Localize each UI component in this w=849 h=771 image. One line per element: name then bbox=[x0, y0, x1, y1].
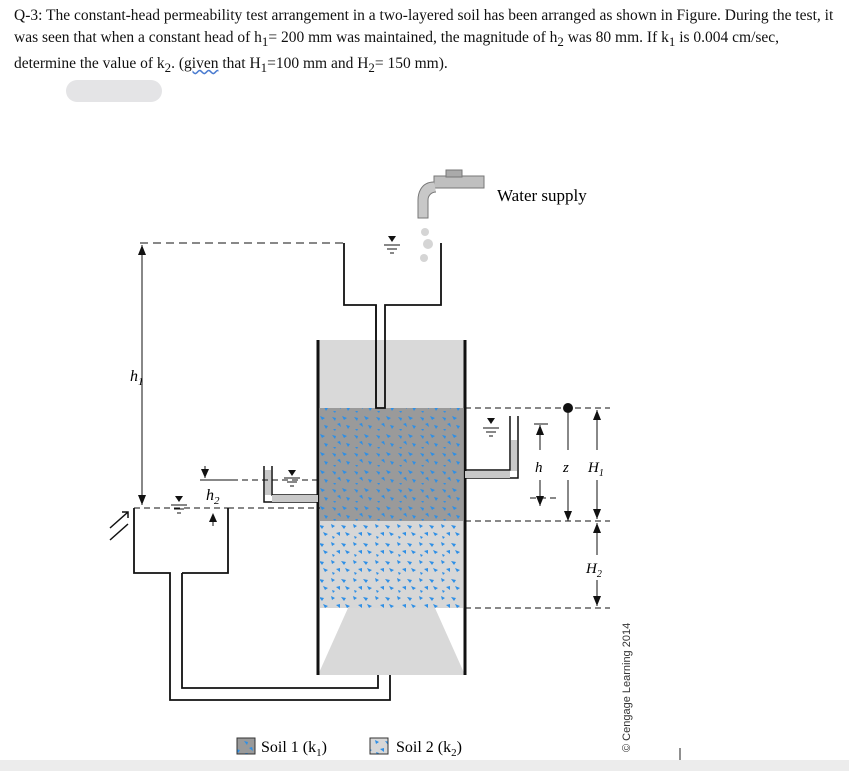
legend-soil2: Soil 2 (k2) bbox=[396, 739, 462, 759]
z-label: z bbox=[562, 460, 569, 476]
faucet-icon bbox=[417, 169, 485, 262]
h2-label: h2 bbox=[206, 487, 220, 507]
overflow-arrow-icon bbox=[109, 511, 129, 541]
bottom-bar bbox=[0, 760, 849, 771]
h-label: h bbox=[535, 460, 543, 476]
top-reservoir bbox=[343, 243, 442, 409]
water-supply-label: Water supply bbox=[497, 186, 587, 205]
soil-2-layer bbox=[320, 521, 463, 608]
copyright-text: © Cengage Learning 2014 bbox=[621, 623, 633, 752]
legend-swatch-soil2 bbox=[369, 737, 389, 755]
soil-1-layer bbox=[320, 408, 463, 521]
H1-label: H1 bbox=[587, 460, 604, 479]
H2-label: H2 bbox=[585, 561, 602, 580]
underlined-word: given bbox=[184, 55, 219, 73]
legend-soil1: Soil 1 (k1) bbox=[261, 739, 327, 759]
legend-swatch-soil1 bbox=[236, 737, 256, 755]
h1-label: h1 bbox=[130, 368, 144, 388]
bottom-reservoir bbox=[133, 508, 391, 701]
question-text: Q-3: The constant-head permeability test… bbox=[14, 7, 834, 76]
right-piezometer bbox=[465, 416, 519, 479]
permeability-figure: Water supply h1 h2 bbox=[109, 169, 681, 760]
funnel-bottom bbox=[318, 608, 465, 675]
redaction-blob bbox=[66, 80, 162, 102]
